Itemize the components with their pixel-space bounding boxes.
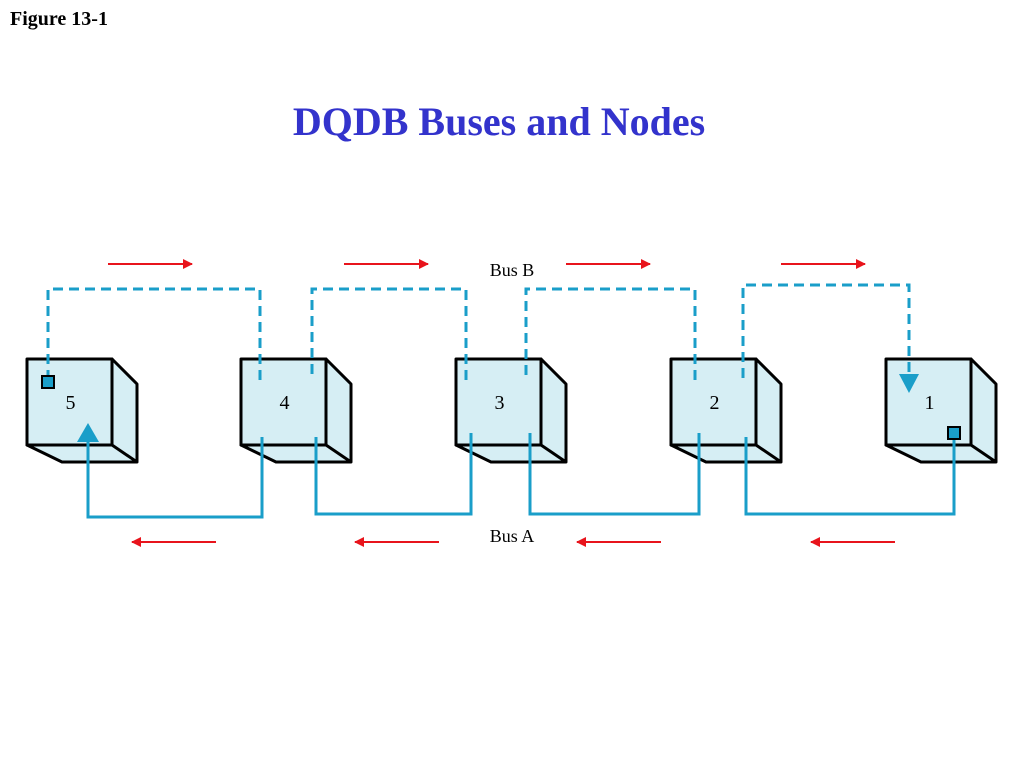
node-1-label: 1	[925, 392, 935, 414]
bus-b-head-marker	[41, 375, 55, 389]
node-5-label: 5	[66, 392, 76, 414]
bus-b-segment-1-to-2	[741, 283, 911, 380]
node-2-edge	[755, 443, 782, 464]
bus-a-segment-2-to-3	[528, 433, 701, 516]
bus-b-segment-3-to-4	[310, 287, 468, 380]
bus-a	[86, 433, 956, 519]
bus-a-segment-4-to-5	[86, 437, 264, 519]
node-2-label: 2	[710, 392, 720, 414]
node-5-edge	[111, 443, 138, 464]
node-4-label: 4	[280, 392, 290, 414]
bus-a-label: Bus A	[490, 526, 535, 546]
node-2: 2	[669, 357, 783, 464]
bus-b-segment-4-to-5	[46, 287, 262, 380]
page-title: DQDB Buses and Nodes	[292, 99, 706, 144]
figure-label: Figure 13-1	[10, 8, 108, 30]
node-1: 1	[884, 357, 998, 464]
node-5: 5	[25, 357, 139, 464]
bus-a-segment-1-to-2	[744, 437, 956, 516]
node-3-label: 3	[495, 392, 505, 414]
bus-b-label: Bus B	[490, 260, 535, 280]
node-3-edge	[540, 443, 567, 464]
bus-b	[46, 283, 911, 380]
bus-a-head-marker	[947, 426, 961, 440]
bus-a-segment-3-to-4	[314, 433, 473, 516]
nodes: 5 4 3 2 1	[25, 357, 998, 464]
node-5-front	[25, 357, 114, 447]
node-1-edge	[970, 443, 997, 464]
node-4: 4	[239, 357, 353, 464]
node-4-edge	[325, 443, 352, 464]
bus-b-segment-2-to-3	[524, 287, 697, 380]
bus-a-end-arrow-icon	[77, 423, 99, 442]
bus-b-end-arrow-icon	[899, 374, 919, 393]
